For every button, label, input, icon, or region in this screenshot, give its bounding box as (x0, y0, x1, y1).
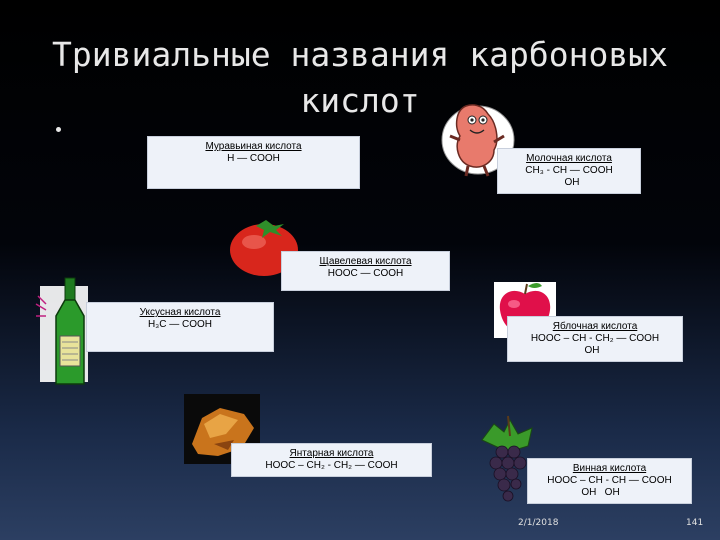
formic-acid-box: Муравьиная кислота H — COOH (147, 136, 360, 189)
oxalic-acid-name: Щавелевая кислота (319, 256, 412, 267)
malic-acid-name: Яблочная кислота (552, 321, 638, 332)
succinic-acid-box: Янтарная кислота HOOC – CH₂ - CH₂ — COOH (231, 443, 432, 477)
malic-acid-oh: OH (584, 345, 600, 356)
formic-acid-name: Муравьиная кислота (205, 141, 302, 152)
slide-title-line2: кислот (300, 81, 420, 120)
lactic-acid-oh: OH (564, 177, 580, 188)
tartaric-acid-name: Винная кислота (572, 463, 647, 474)
bullet-dot (56, 127, 61, 132)
slide-title: Тривиальные названия карбоновых кислот (0, 32, 720, 124)
tartaric-acid-formula: HOOC – CH - CH — COOH (547, 475, 672, 486)
acetic-acid-name: Уксусная кислота (139, 307, 221, 318)
lactic-acid-box: Молочная кислота CH₃ - CH — COOH OH (497, 148, 641, 194)
cartoon-body-image (441, 104, 515, 177)
oxalic-acid-formula: HOOC — COOH (327, 268, 404, 279)
acetic-acid-box: Уксусная кислота H₃C — COOH (86, 302, 274, 352)
slide-title-line1: Тривиальные названия карбоновых (52, 35, 668, 74)
lactic-acid-name: Молочная кислота (526, 153, 612, 164)
tartaric-acid-box: Винная кислота HOOC – CH - CH — COOH OH … (527, 458, 692, 504)
succinic-acid-name: Янтарная кислота (289, 448, 374, 459)
wine-bottle-image (35, 277, 88, 385)
formic-acid-formula: H — COOH (227, 153, 280, 164)
oxalic-acid-box: Щавелевая кислота HOOC — COOH (281, 251, 450, 291)
grapes-image (481, 415, 533, 502)
lactic-acid-formula: CH₃ - CH — COOH (525, 165, 613, 176)
malic-acid-box: Яблочная кислота HOOC – CH - CH₂ — COOH … (507, 316, 683, 362)
slide-date: 2/1/2018 (518, 518, 559, 528)
tartaric-acid-oh: OH OH (581, 487, 620, 498)
acetic-acid-formula: H₃C — COOH (147, 319, 213, 330)
slide-number: 141 (686, 518, 704, 528)
succinic-acid-formula: HOOC – CH₂ - CH₂ — COOH (265, 460, 398, 471)
malic-acid-formula: HOOC – CH - CH₂ — COOH (530, 333, 660, 344)
